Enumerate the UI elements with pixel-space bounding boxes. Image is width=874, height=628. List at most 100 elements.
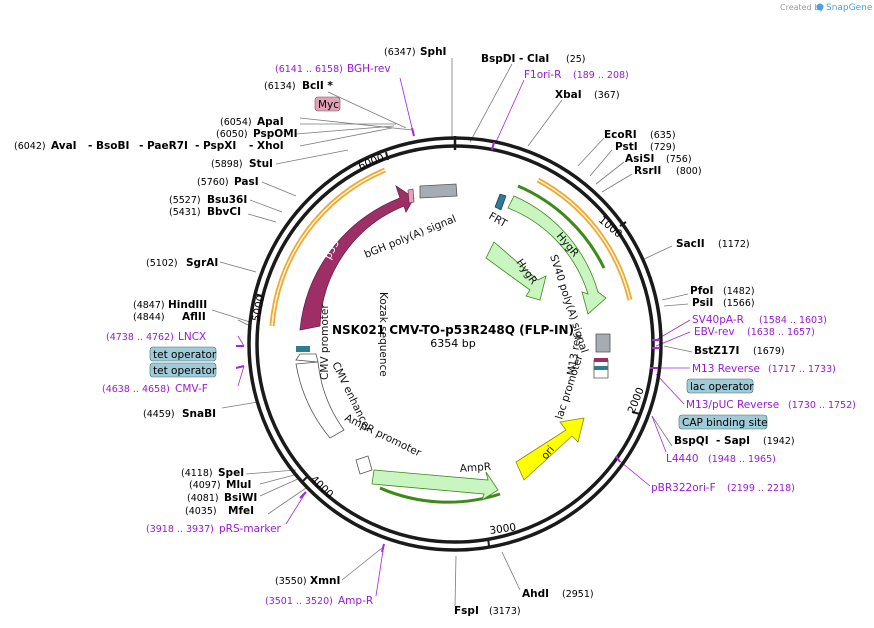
svg-text:L4440: L4440 [666,453,699,465]
enzyme-pspomi: (6050)PspOMI [216,128,298,140]
svg-text:(3918 .. 3937): (3918 .. 3937) [146,524,214,535]
enzyme-ahdi: AhdI(2951) [522,588,594,600]
svg-text:(5527): (5527) [169,195,201,206]
ampr-label: AmpR [459,461,491,475]
enzyme-rsrii: RsrII(800) [634,165,702,177]
svg-text:(3501 .. 3520): (3501 .. 3520) [265,596,333,607]
svg-text:BspDI: BspDI [481,53,515,65]
svg-text:- XhoI: - XhoI [249,140,284,152]
svg-text:BspQI: BspQI [674,435,709,447]
svg-text:(5431): (5431) [169,207,201,218]
svg-text:(1679): (1679) [753,346,785,357]
svg-text:(4097): (4097) [189,480,221,491]
enzyme-bspqi-sapi: BspQI- SapI(1942) [674,435,795,447]
plasmid-size: 6354 bp [430,337,475,350]
svg-text:AhdI: AhdI [522,588,549,600]
enzyme-stui: (5898)StuI [211,158,273,170]
svg-text:RsrII: RsrII [634,165,661,177]
svg-text:(6134): (6134) [264,81,296,92]
svg-text:(3173): (3173) [489,606,521,617]
enzyme-leaders [211,58,693,607]
svg-text:(3550): (3550) [275,576,307,587]
enzyme-spei: (4118)SpeI [181,467,244,479]
enzyme-xbai: XbaI(367) [555,89,620,101]
svg-text:AflII: AflII [182,311,206,323]
ampr-promoter-feature[interactable] [355,455,373,475]
kozak-label: Kozak sequence [377,292,389,377]
svg-text:EBV-rev: EBV-rev [694,326,735,338]
primer-leaders [237,77,691,597]
frt-feature[interactable] [494,193,507,211]
enzyme-xmni: (3550)XmnI [275,575,340,587]
svg-text:Bsu36I: Bsu36I [207,194,247,206]
ampr-promoter-label: AmpR promoter [343,412,424,460]
cap-binding-mark [594,358,608,362]
ori-feature[interactable] [515,417,585,481]
svg-text:F1ori-R: F1ori-R [524,69,561,81]
svg-text:(1566): (1566) [723,298,755,309]
enzyme-sacii: SacII(1172) [676,238,750,250]
svg-text:SpeI: SpeI [218,467,244,479]
enzyme-aflii: (4844)AflII [133,311,206,323]
primer-pbr322ori-f: pBR322ori-F(2199 .. 2218) [651,482,795,494]
primer-lncx: (4738 .. 4762)LNCX [106,331,206,343]
myc-box: Myc [314,96,341,112]
svg-text:(6050): (6050) [216,129,248,140]
enzyme-labels[interactable]: (6347)SphI BspDI- ClaI(25) XbaI(367) Eco… [14,46,795,617]
svg-text:HindIII: HindIII [168,299,207,311]
svg-text:(5102): (5102) [146,258,178,269]
enzyme-sgrai: (5102)SgrAI [146,257,218,269]
svg-text:(1942): (1942) [763,436,795,447]
primer-prs-marker: (3918 .. 3937)pRS-marker [146,523,282,535]
svg-text:PfoI: PfoI [690,285,713,297]
svg-text:(6347): (6347) [384,47,416,58]
primer-f1ori-r: F1ori-R(189 .. 208) [524,69,629,81]
cap-binding-site-box: CAP binding site [678,414,768,430]
tet-operator-box-2: tet operator [149,362,217,378]
hygr-inner-feature[interactable] [485,241,547,301]
svg-text:(5898): (5898) [211,159,243,170]
boxed-feature-labels[interactable]: Myc lac operator CAP binding site tet op… [149,96,768,430]
svg-text:(1717 .. 1733): (1717 .. 1733) [768,364,836,375]
p53-feature[interactable] [299,185,415,331]
svg-text:MfeI: MfeI [228,505,254,517]
svg-text:AsiSI: AsiSI [625,153,654,165]
enzyme-ava-group: (6042) AvaI - BsoBI - PaeR7I - PspXI - X… [14,140,284,152]
plasmid-name: NSK021 CMV-TO-p53R248Q (FLP-IN) [332,323,574,337]
ampr-feature[interactable] [371,469,499,501]
snapgene-logo: SnapGene [816,3,873,13]
lac-operator-mark [594,366,608,370]
primer-labels[interactable]: (6141 .. 6158)BGH-rev F1ori-R(189 .. 208… [102,63,856,607]
svg-text:CMV-F: CMV-F [175,383,208,395]
svg-text:(5760): (5760) [197,177,229,188]
enzyme-bsu36i: (5527) Bsu36I [169,194,247,206]
svg-text:BsiWI: BsiWI [224,492,257,504]
svg-text:CAP binding site: CAP binding site [682,417,768,429]
enzyme-hindiii: (4847)HindIII [133,299,207,311]
bgh-polya-feature[interactable] [419,183,458,199]
enzyme-bbvci: (5431)BbvCI [169,206,241,218]
svg-text:pBR322ori-F: pBR322ori-F [651,482,716,494]
svg-text:FspI: FspI [454,605,479,617]
cmv-promoter-label: CMV promoter [319,304,331,380]
svg-text:EcoRI: EcoRI [604,129,637,141]
svg-text:(4847): (4847) [133,300,165,311]
svg-text:(729): (729) [650,142,676,153]
cmv-enhancer-feature[interactable] [295,361,345,439]
enzyme-psii: PsiI(1566) [692,297,755,309]
lac-operator-box: lac operator [686,378,754,394]
svg-text:MluI: MluI [226,479,251,491]
svg-text:SacII: SacII [676,238,705,250]
enzyme-apai: (6054)ApaI [220,116,284,128]
primer-cmv-f: (4638 .. 4658)CMV-F [102,383,208,395]
sv40-polya-feature[interactable] [595,333,611,353]
svg-text:(4035): (4035) [185,506,217,517]
svg-text:BGH-rev: BGH-rev [347,63,391,75]
primer-marks [235,127,660,553]
svg-text:5000: 5000 [250,294,267,323]
primer-bgh-rev: (6141 .. 6158)BGH-rev [275,63,391,75]
hygr-outer-feature[interactable] [507,195,607,315]
cmv-promoter-feature[interactable] [295,353,319,363]
svg-text:tet operator: tet operator [153,365,217,377]
enzyme-snabi: (4459)SnaBI [143,408,216,420]
